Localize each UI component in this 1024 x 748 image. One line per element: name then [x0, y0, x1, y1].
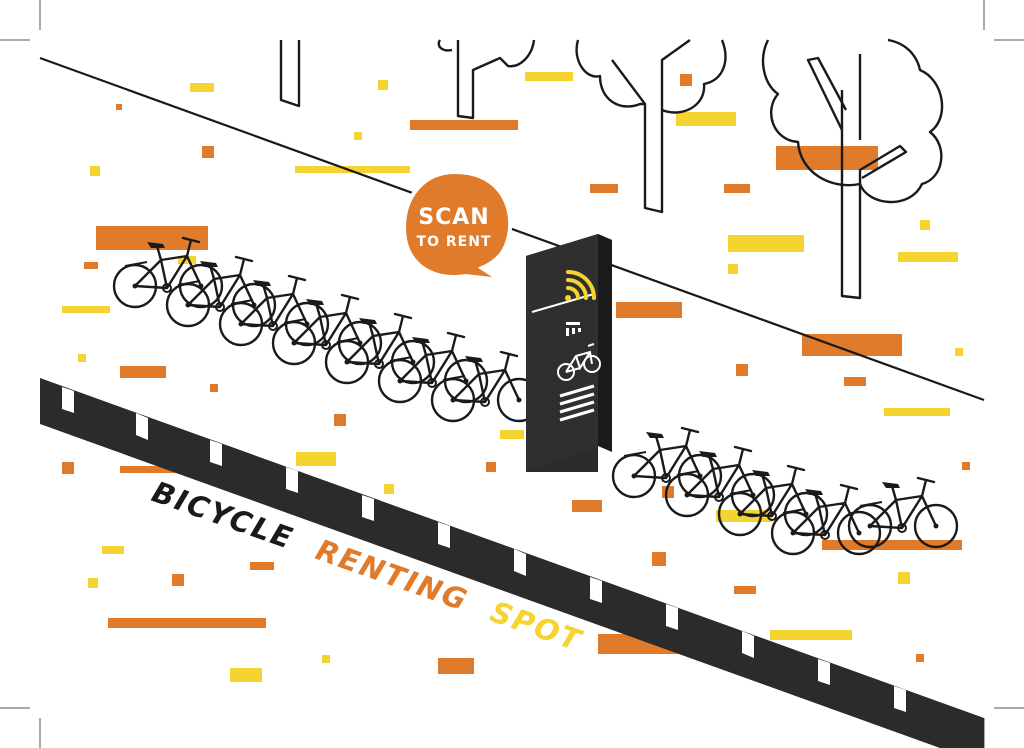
bicycle-icon — [557, 343, 601, 381]
wifi-icon — [565, 270, 596, 301]
bubble-line-1: SCAN — [418, 205, 489, 230]
kiosk-button-icon — [566, 322, 581, 336]
bubble-line-2: TO RENT — [417, 234, 492, 250]
sidewalk-edge-line — [39, 56, 985, 402]
scan-to-rent-bubble: SCAN TO RENT — [401, 169, 513, 282]
confetti-decoration — [62, 72, 970, 682]
kiosk-info-lines — [559, 384, 595, 422]
trees — [279, 38, 944, 300]
rental-kiosk — [526, 234, 612, 472]
road-curb — [40, 378, 984, 748]
